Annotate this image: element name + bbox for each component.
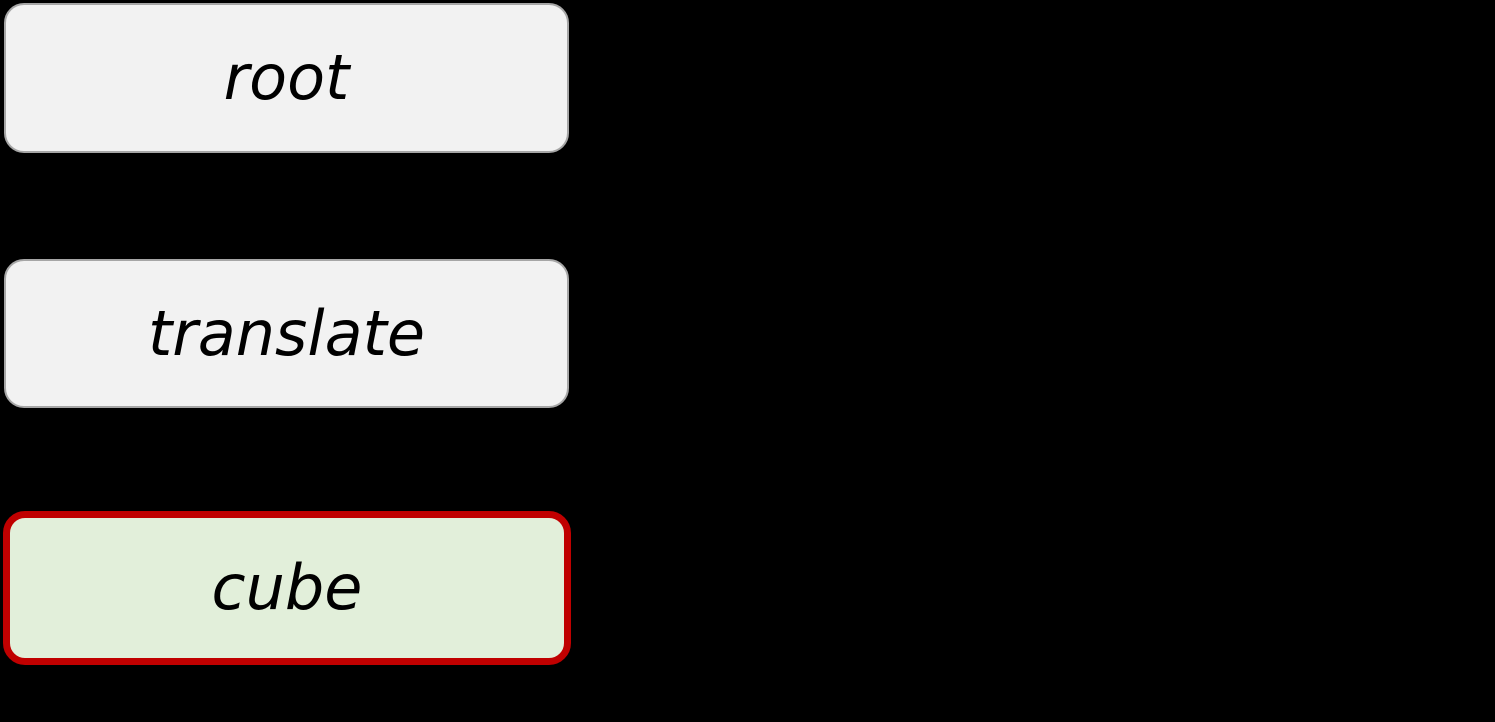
node-translate[interactable]: translate bbox=[4, 259, 569, 408]
node-root[interactable]: root bbox=[4, 3, 569, 153]
node-cube-selected[interactable]: cube bbox=[3, 511, 571, 665]
edge-root-translate bbox=[286, 153, 287, 259]
node-root-label: root bbox=[223, 41, 350, 114]
edge-translate-cube bbox=[286, 408, 287, 511]
node-translate-label: translate bbox=[147, 296, 426, 370]
node-cube-label: cube bbox=[211, 551, 363, 624]
